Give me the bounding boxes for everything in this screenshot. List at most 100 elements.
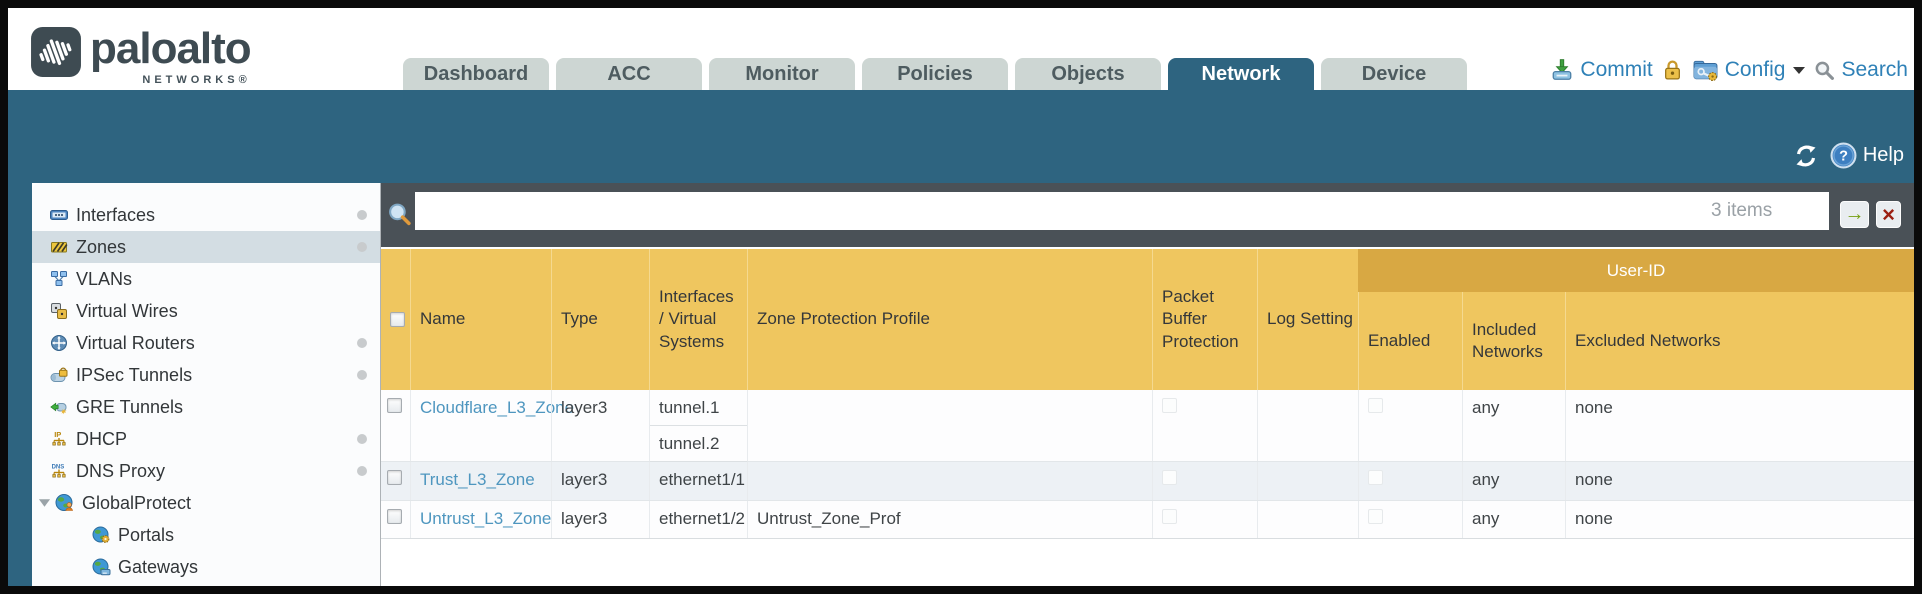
- sidebar-item-globalprotect[interactable]: GlobalProtect: [32, 487, 380, 519]
- ipsec-tunnels-icon: [48, 365, 70, 385]
- page-banner: ? Help: [8, 90, 1914, 183]
- tab-objects[interactable]: Objects: [1015, 58, 1161, 90]
- banner-tools: ? Help: [1792, 142, 1904, 169]
- sidebar-item-gre-tunnels[interactable]: GRE Tunnels: [32, 391, 380, 423]
- dhcp-icon: IP: [48, 429, 70, 449]
- sidebar-item-label: GRE Tunnels: [76, 396, 184, 417]
- clear-x-icon: ×: [1882, 201, 1895, 227]
- column-header-type[interactable]: Type: [551, 249, 649, 390]
- tab-monitor[interactable]: Monitor: [709, 58, 855, 90]
- zones-table-body: Cloudflare_L3_Zone layer3 tunnel.1 tunne…: [381, 390, 1914, 539]
- tab-device[interactable]: Device: [1321, 58, 1467, 90]
- enabled-checkbox: [1368, 509, 1383, 524]
- search-label: Search: [1841, 58, 1908, 81]
- sidebar-item-ipsec-tunnels[interactable]: IPSec Tunnels: [32, 359, 380, 391]
- sidebar-item-label: Interfaces: [76, 204, 156, 225]
- main-nav-tabs: Dashboard ACC Monitor Policies Objects N…: [403, 58, 1467, 90]
- zone-name-link[interactable]: Untrust_L3_Zone: [420, 509, 552, 528]
- packet-buffer-checkbox: [1162, 398, 1177, 413]
- filter-input[interactable]: [415, 192, 1829, 230]
- included-networks-cell: any: [1462, 462, 1565, 500]
- select-all-checkbox[interactable]: [390, 312, 405, 327]
- enabled-checkbox: [1368, 398, 1383, 413]
- table-row-cloudflare-l3-zone: Cloudflare_L3_Zone layer3 tunnel.1 tunne…: [381, 390, 1914, 462]
- help-button[interactable]: ? Help: [1830, 142, 1904, 169]
- expander-triangle-icon[interactable]: [36, 495, 52, 511]
- row-select-cell: [381, 462, 410, 500]
- row-checkbox[interactable]: [387, 398, 402, 413]
- sidebar-item-vlans[interactable]: VLANs: [32, 263, 380, 295]
- sidebar-item-label: DNS Proxy: [76, 460, 166, 481]
- paloalto-logo-icon: [31, 27, 81, 77]
- packet-buffer-checkbox: [1162, 470, 1177, 485]
- column-header-name[interactable]: Name: [410, 249, 551, 390]
- log-setting-cell: [1257, 501, 1358, 538]
- user-id-group-header: User-ID: [1358, 249, 1914, 292]
- chevron-down-icon: [1793, 66, 1806, 74]
- lock-icon[interactable]: [1662, 58, 1683, 82]
- search-button[interactable]: Search: [1814, 58, 1908, 82]
- config-label: Config: [1724, 58, 1786, 81]
- browser-viewport: paloalto NETWORKS® Dashboard ACC Monitor…: [8, 8, 1914, 586]
- network-sidebar: Interfaces Zones VLANs Virtual Wires: [32, 183, 381, 586]
- refresh-icon[interactable]: [1792, 143, 1820, 169]
- sidebar-item-portals[interactable]: Portals: [32, 519, 380, 551]
- sidebar-item-interfaces[interactable]: Interfaces: [32, 199, 380, 231]
- zone-name-cell: Untrust_L3_Zone: [410, 501, 551, 538]
- status-dot: [357, 466, 367, 476]
- apply-filter-button[interactable]: →: [1840, 201, 1869, 228]
- zone-name-link[interactable]: Cloudflare_L3_Zone: [420, 398, 575, 417]
- sidebar-item-dns-proxy[interactable]: DNS DNS Proxy: [32, 455, 380, 487]
- select-all-cell: [381, 249, 410, 390]
- apply-arrow-icon: →: [1844, 203, 1865, 225]
- help-label: Help: [1862, 144, 1904, 166]
- portals-icon: [90, 525, 112, 545]
- paloalto-logo: paloalto NETWORKS®: [30, 26, 252, 87]
- config-menu-button[interactable]: Config: [1692, 58, 1806, 82]
- status-dot: [357, 242, 367, 252]
- commit-button[interactable]: Commit: [1550, 58, 1653, 82]
- sidebar-item-virtual-wires[interactable]: Virtual Wires: [32, 295, 380, 327]
- zone-name-link[interactable]: Trust_L3_Zone: [420, 470, 535, 489]
- interface-entry: tunnel.1: [650, 390, 747, 426]
- filter-bar: 3 items → ×: [381, 183, 1914, 247]
- vlans-icon: [48, 269, 70, 289]
- included-networks-cell: any: [1462, 390, 1565, 461]
- svg-text:?: ?: [1839, 149, 1848, 165]
- zone-type-cell: layer3: [551, 501, 649, 538]
- tab-policies[interactable]: Policies: [862, 58, 1008, 90]
- row-checkbox[interactable]: [387, 509, 402, 524]
- sidebar-item-dhcp[interactable]: IP DHCP: [32, 423, 380, 455]
- virtual-routers-icon: [48, 333, 70, 353]
- column-header-packet-buffer-protection[interactable]: Packet Buffer Protection: [1152, 249, 1257, 390]
- column-header-included-networks[interactable]: Included Networks: [1462, 249, 1565, 390]
- zone-type-cell: layer3: [551, 390, 649, 461]
- column-header-log-setting[interactable]: Log Setting: [1257, 249, 1358, 390]
- commit-label: Commit: [1580, 58, 1653, 81]
- clear-filter-button[interactable]: ×: [1876, 201, 1901, 228]
- tab-acc[interactable]: ACC: [556, 58, 702, 90]
- tab-network[interactable]: Network: [1168, 58, 1314, 90]
- table-row-trust-l3-zone: Trust_L3_Zone layer3 ethernet1/1 any non…: [381, 462, 1914, 501]
- sidebar-item-label: VLANs: [76, 268, 133, 289]
- sidebar-item-label: Zones: [76, 236, 127, 257]
- tab-dashboard[interactable]: Dashboard: [403, 58, 549, 90]
- column-header-interfaces[interactable]: Interfaces / Virtual Systems: [649, 249, 747, 390]
- row-checkbox[interactable]: [387, 470, 402, 485]
- column-header-excluded-networks[interactable]: Excluded Networks: [1565, 249, 1914, 390]
- included-networks-cell: any: [1462, 501, 1565, 538]
- brand-subtitle: NETWORKS®: [142, 74, 251, 86]
- sidebar-item-label: Portals: [118, 524, 175, 545]
- zones-table-header: Name Type Interfaces / Virtual Systems Z…: [381, 247, 1914, 390]
- column-header-zone-protection-profile[interactable]: Zone Protection Profile: [747, 249, 1152, 390]
- column-header-enabled[interactable]: Enabled: [1358, 249, 1462, 390]
- globalprotect-icon: [54, 493, 76, 513]
- sidebar-item-zones[interactable]: Zones: [32, 231, 380, 263]
- sidebar-item-gateways[interactable]: Gateways: [32, 551, 380, 583]
- interface-entry: tunnel.2: [650, 426, 747, 462]
- sidebar-item-label: IPSec Tunnels: [76, 364, 193, 385]
- sidebar-item-virtual-routers[interactable]: Virtual Routers: [32, 327, 380, 359]
- zone-name-cell: Trust_L3_Zone: [410, 462, 551, 500]
- excluded-networks-cell: none: [1565, 501, 1914, 538]
- paloalto-wordmark: paloalto NETWORKS®: [90, 26, 252, 87]
